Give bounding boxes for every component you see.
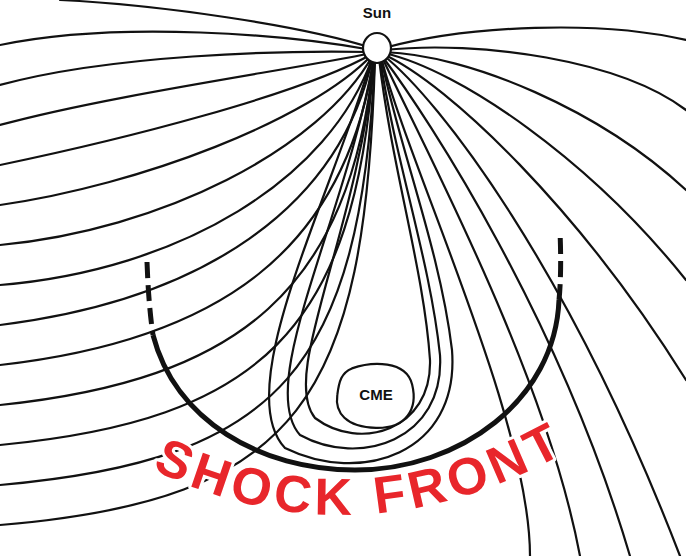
field-line xyxy=(383,54,686,380)
field-line xyxy=(0,32,372,50)
field-line xyxy=(0,53,372,125)
cme-node: CME xyxy=(333,360,419,430)
field-line xyxy=(0,58,374,445)
field-line xyxy=(384,52,686,190)
field-line xyxy=(0,57,374,405)
shock-front-dashed xyxy=(559,232,561,300)
field-line xyxy=(0,56,373,325)
field-line xyxy=(0,55,372,205)
field-line xyxy=(384,28,686,48)
sun-node: Sun xyxy=(355,2,399,68)
cme-label: CME xyxy=(359,386,392,404)
field-line xyxy=(60,0,372,48)
field-line xyxy=(384,53,686,280)
sun-label: Sun xyxy=(355,4,399,22)
sun-circle xyxy=(363,33,391,63)
cme-loop xyxy=(306,58,430,434)
cme-loop xyxy=(288,58,441,448)
shock-front-dashed xyxy=(147,262,153,335)
cme-loop xyxy=(269,58,453,463)
cme-loop-outline xyxy=(337,364,414,428)
